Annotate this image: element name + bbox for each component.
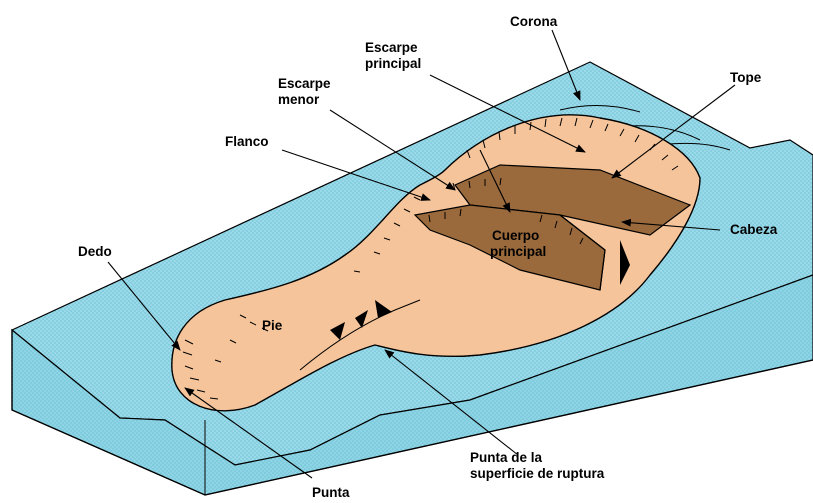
label-punta-superficie-1: Punta de la — [470, 450, 543, 465]
label-escarpe-menor-1: Escarpe — [278, 76, 331, 91]
label-punta: Punta — [312, 485, 350, 500]
label-corona: Corona — [510, 14, 558, 29]
label-pie: Pie — [262, 318, 283, 333]
label-flanco: Flanco — [225, 134, 269, 149]
label-cabeza: Cabeza — [730, 222, 778, 237]
label-dedo: Dedo — [78, 244, 112, 259]
label-escarpe-principal-1: Escarpe — [365, 40, 418, 55]
label-escarpe-menor-2: menor — [278, 92, 320, 107]
label-cuerpo-2: principal — [490, 244, 546, 259]
label-cuerpo-1: Cuerpo — [492, 228, 539, 243]
label-punta-superficie-2: superficie de ruptura — [470, 466, 605, 481]
label-escarpe-principal-2: principal — [365, 56, 421, 71]
label-tope: Tope — [730, 70, 762, 85]
